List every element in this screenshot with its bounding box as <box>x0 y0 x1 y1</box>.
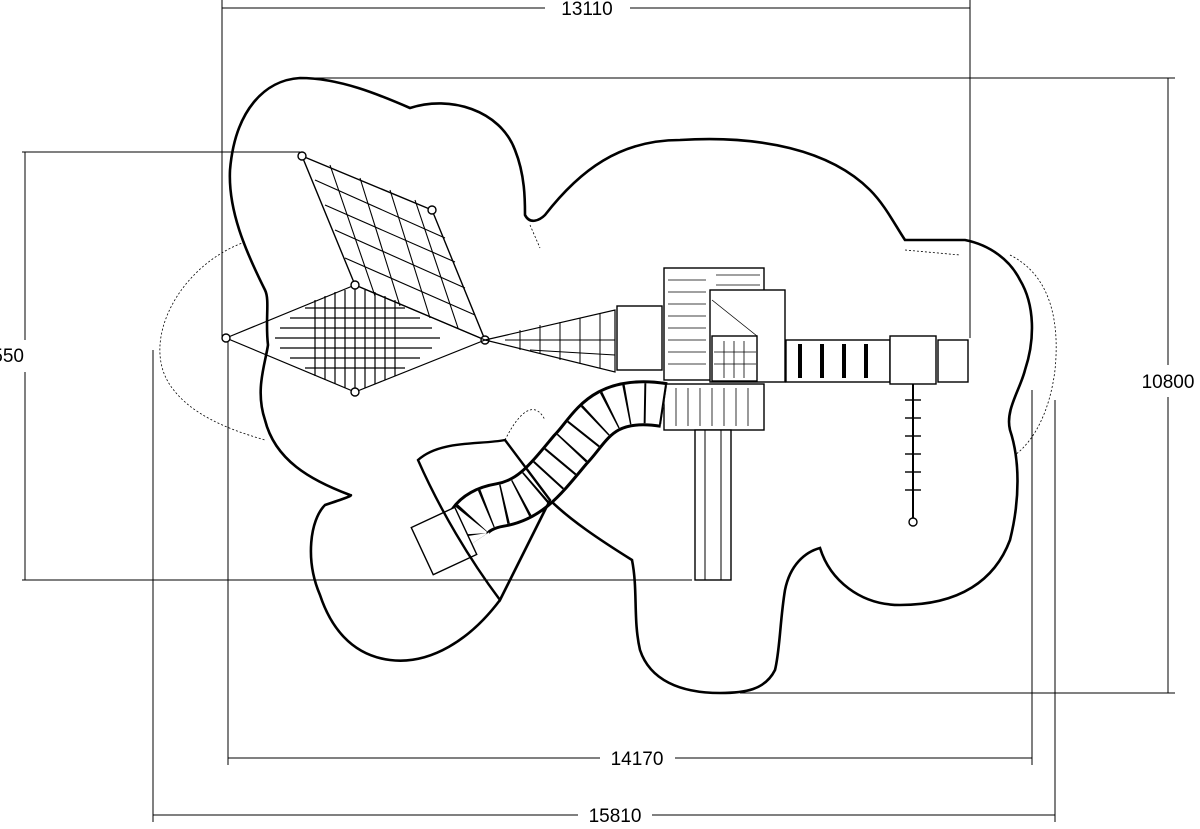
slide-exit <box>410 506 478 576</box>
platform-step <box>616 305 663 371</box>
dimension-right: 10800 <box>300 77 1195 694</box>
bridge <box>785 335 969 385</box>
post-icon <box>350 280 360 290</box>
dimension-label-left: 7550 <box>0 346 24 367</box>
post-icon <box>427 205 437 215</box>
climbing-net-upper <box>297 151 490 345</box>
post-icon <box>350 387 360 397</box>
safety-area-outline <box>228 76 1034 695</box>
net-tunnel <box>484 305 663 373</box>
dimension-label-right: 10800 <box>1142 372 1195 393</box>
dimension-overall-width: 15810 <box>152 350 1056 827</box>
dimension-label-top: 13110 <box>561 0 612 20</box>
straight-slide <box>694 429 732 581</box>
post-icon <box>297 151 307 161</box>
dashed-safety-zones <box>159 224 1057 456</box>
dimension-label-overall-width: 15810 <box>589 806 642 827</box>
post-icon <box>221 333 231 343</box>
tower <box>663 267 786 431</box>
dimension-top: 13110 <box>221 0 971 338</box>
dimension-left: 7550 <box>0 151 692 581</box>
chain-ladder <box>905 384 921 527</box>
dimension-label-inner-width: 14170 <box>611 749 664 770</box>
tube-slide <box>410 380 668 576</box>
slide-runout-zone <box>416 438 552 603</box>
dimension-inner-width: 14170 <box>227 340 1033 770</box>
